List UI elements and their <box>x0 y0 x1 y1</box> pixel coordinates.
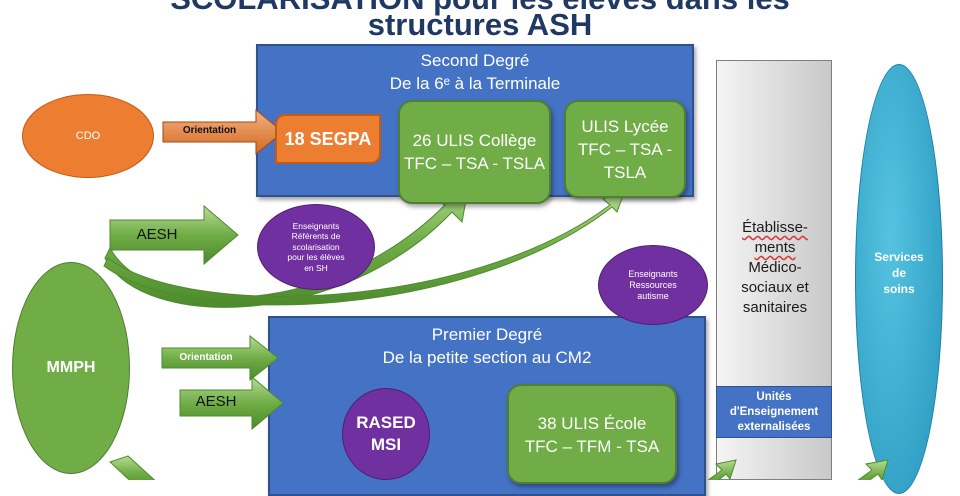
aesh-label-top: AESH <box>136 226 178 243</box>
segpa-label: 18 SEGPA <box>284 128 372 149</box>
referents-line5: en SH <box>304 262 328 273</box>
second-degre-subtitle: De la 6ᵉ à la Terminale <box>389 74 561 93</box>
rased-line2: MSI <box>370 435 402 454</box>
ulis-college-box: 26 ULIS Collège TFC – TSA - TSLA <box>398 100 551 204</box>
ressources-line2: Ressources <box>629 279 677 290</box>
mmph-ellipse: MMPH <box>12 262 130 474</box>
ressources-line3: autisme <box>637 290 669 301</box>
enseignants-referents-ellipse: Enseignants Référents de scolarisation p… <box>257 204 375 290</box>
bottom-arrow-mmph <box>109 455 156 480</box>
referents-line4: pour les élèves <box>287 252 345 263</box>
unites-line1: Unités <box>756 391 792 403</box>
ulis-lycee-box: ULIS Lycée TFC – TSA - TSLA <box>564 100 686 198</box>
ulis-college-line2: TFC – TSA - TSLA <box>403 154 546 173</box>
unites-line3: externalisées <box>737 421 811 433</box>
page-title-line1: SCOLARISATION pour les élèves dans les <box>0 0 960 16</box>
services-line2: de <box>891 266 906 280</box>
premier-degre-subtitle: De la petite section au CM2 <box>382 348 592 367</box>
ulis-lycee-line2: TFC – TSA - <box>577 139 673 159</box>
ulis-ecole-line1: 38 ULIS École <box>537 414 647 433</box>
ulis-lycee-line1: ULIS Lycée <box>581 116 669 136</box>
etablissements-line5: sanitaires <box>742 299 808 316</box>
orientation-arrow-bottom <box>161 334 279 382</box>
referents-line1: Enseignants <box>292 220 340 231</box>
orientation-arrow-top <box>162 108 284 156</box>
cdo-ellipse: CDO <box>22 94 154 178</box>
services-line3: soins <box>883 282 915 296</box>
etablissements-line3: Médico- <box>748 259 802 276</box>
etablissements-line4: sociaux et <box>741 279 809 296</box>
referents-line3: scolarisation <box>292 241 340 252</box>
orientation-label-bottom: Orientation <box>179 352 233 363</box>
cdo-label: CDO <box>75 130 101 142</box>
orientation-label-top: Orientation <box>182 125 237 136</box>
aesh-arrow-top <box>109 204 239 266</box>
second-degre-title: Second Degré <box>420 51 530 70</box>
mmph-label: MMPH <box>46 359 96 376</box>
aesh-arrow-bottom <box>179 375 284 431</box>
services-soins-ellipse: Services de soins <box>855 64 943 494</box>
ulis-ecole-box: 38 ULIS École TFC – TFM - TSA <box>507 384 677 484</box>
curved-arrow-lycee <box>103 189 626 306</box>
etablissements-label: Établisse- ments Médico- sociaux et sani… <box>717 218 833 318</box>
rased-line1: RASED <box>356 413 416 432</box>
page-title-line2: structures ASH <box>367 7 593 42</box>
enseignants-ressources-ellipse: Enseignants Ressources autisme <box>598 245 708 325</box>
ressources-line1: Enseignants <box>628 268 678 279</box>
premier-degre-title: Premier Degré <box>431 325 543 344</box>
etablissements-line2: ments <box>754 239 796 256</box>
referents-line2: Référents de <box>291 231 341 242</box>
bottom-arrow-etablissements <box>707 459 737 480</box>
aesh-label-bottom: AESH <box>195 393 237 410</box>
segpa-box: 18 SEGPA <box>275 114 381 164</box>
ulis-ecole-line2: TFC – TFM - TSA <box>524 437 660 456</box>
ulis-lycee-line3: TSLA <box>603 162 647 182</box>
etablissements-line1: Établisse- <box>742 219 808 236</box>
services-line1: Services <box>874 250 924 264</box>
ulis-college-line1: 26 ULIS Collège <box>412 131 537 150</box>
rased-msi-ellipse: RASED MSI <box>342 388 430 480</box>
unites-line2: d'Enseignement <box>729 406 819 418</box>
unites-enseignement-box: Unités d'Enseignement externalisées <box>716 386 832 438</box>
bottom-arrow-services <box>857 459 889 480</box>
arrows-layer <box>103 108 889 480</box>
